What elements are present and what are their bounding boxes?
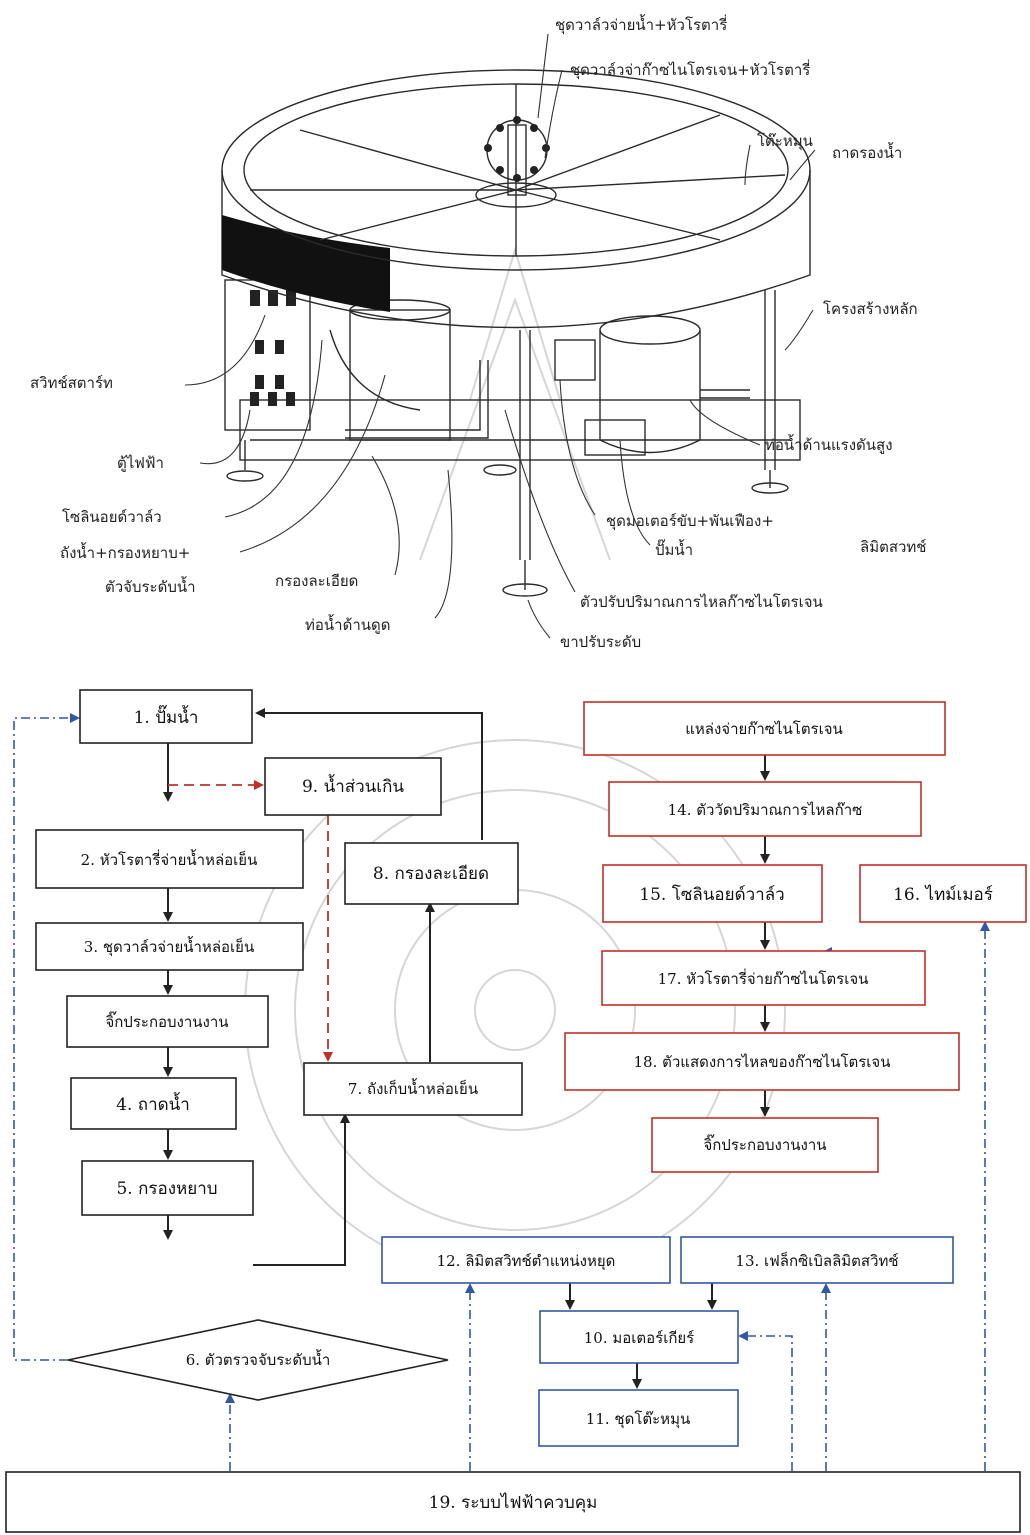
- node-2-label: 2. หัวโรตารี่จ่ายน้ำหล่อเย็น: [81, 849, 258, 869]
- label-water-valve: ชุดวาล์วจ่ายน้ำ+หัวโรตารี่: [555, 14, 727, 35]
- node-13-flexible-limit-switch: 13. เฟล็กซิเบิลลิมิตสวิทช์: [681, 1237, 953, 1283]
- label-rotary-table: โต๊ะหมุน: [757, 132, 813, 151]
- node-nitrogen-source: แหล่งจ่ายก๊าซไนโตรเจน: [584, 702, 945, 755]
- node-16-label: 16. ไทม์เมอร์: [893, 884, 993, 905]
- water-tank-sketch: [350, 300, 450, 440]
- label-leveling-feet: ขาปรับระดับ: [560, 633, 641, 651]
- node-7-coolant-tank: 7. ถังเก็บน้ำหล่อเย็น: [304, 1063, 522, 1115]
- node-19-control-system: 19. ระบบไฟฟ้าควบคุม: [6, 1472, 1020, 1532]
- label-solenoid-valve: โซลินอยด์วาล์ว: [62, 508, 162, 526]
- label-pump: ปั๊มน้ำ: [655, 539, 693, 559]
- node-14-flow-meter: 14. ตัววัดปริมาณการไหลก๊าซ: [609, 782, 921, 836]
- label-suction-pipe: ท่อน้ำด้านดูด: [305, 614, 390, 634]
- node-11-rotary-table-set: 11. ชุดโต๊ะหมุน: [539, 1390, 738, 1446]
- pump-motor-sketch: [555, 316, 700, 455]
- node-4-label: 4. ถาดน้ำ: [116, 1092, 190, 1115]
- node-5-label: 5. กรองหยาบ: [116, 1179, 217, 1199]
- node-12-stop-limit-switch: 12. ลิมิตสวิทช์ตำแหน่งหยุด: [382, 1237, 670, 1283]
- node-1-label: 1. ปั๊มน้ำ: [134, 704, 199, 728]
- node-jig-b-label: จิ๊กประกอบงานงาน: [703, 1134, 826, 1154]
- node-16-timer: 16. ไทม์เมอร์: [860, 865, 1026, 922]
- node-15-solenoid: 15. โซลินอยด์วาล์ว: [603, 865, 822, 922]
- node-6-label: 6. ตัวตรวจจับระดับน้ำ: [186, 1349, 331, 1369]
- electric-cabinet-sketch: [225, 280, 310, 430]
- label-main-frame: โครงสร้างหลัก: [823, 300, 918, 318]
- node-1-pump: 1. ปั๊มน้ำ: [80, 690, 252, 743]
- node-3-label: 3. ชุดวาล์วจ่ายน้ำหล่อเย็น: [84, 936, 254, 957]
- node-jig-a-label: จิ๊กประกอบงานงาน: [105, 1011, 228, 1031]
- rotary-table-sketch: [222, 70, 810, 328]
- node-13-label: 13. เฟล็กซิเบิลลิมิตสวิทช์: [735, 1251, 898, 1270]
- node-12-label: 12. ลิมิตสวิทช์ตำแหน่งหยุด: [437, 1252, 616, 1271]
- node-jig-b: จิ๊กประกอบงานงาน: [652, 1118, 878, 1172]
- label-electric-cabinet: ตู้ไฟฟ้า: [117, 454, 164, 472]
- label-nitrogen-valve: ชุดวาล์วจ่าก๊าซไนโตรเจน+หัวโรตารี่: [570, 59, 810, 80]
- node-8-fine-filter: 8. กรองละเอียด: [345, 843, 518, 904]
- label-flow-adjuster: ตัวปรับปริมาณการไหลก๊าซไนโตรเจน: [580, 593, 823, 611]
- flow-diagram: 1. ปั๊มน้ำ 9. น้ำส่วนเกิน 2. หัวโรตารี่จ…: [6, 690, 1026, 1532]
- node-19-label: 19. ระบบไฟฟ้าควบคุม: [429, 1492, 598, 1513]
- node-17-label: 17. หัวโรตารี่จ่ายก๊าซไนโตรเจน: [658, 968, 869, 988]
- label-start-switch: สวิทช์สตาร์ท: [30, 374, 113, 392]
- node-18-label: 18. ตัวแสดงการไหลของก๊าซไนโตรเจน: [634, 1053, 891, 1071]
- node-5-coarse-filter: 5. กรองหยาบ: [82, 1161, 253, 1215]
- node-9-excess-water: 9. น้ำส่วนเกิน: [265, 758, 441, 815]
- node-3-water-valve: 3. ชุดวาล์วจ่ายน้ำหล่อเย็น: [36, 923, 303, 970]
- pipes-sketch: [330, 330, 750, 438]
- node-14-label: 14. ตัววัดปริมาณการไหลก๊าซ: [668, 801, 863, 819]
- node-7-label: 7. ถังเก็บน้ำหล่อเย็น: [348, 1078, 478, 1098]
- node-10-label: 10. มอเตอร์เกียร์: [584, 1329, 695, 1347]
- node-8-label: 8. กรองละเอียด: [373, 864, 489, 884]
- node-18-gas-flow-indicator: 18. ตัวแสดงการไหลของก๊าซไนโตรเจน: [565, 1033, 959, 1090]
- label-motor-set-1: ชุดมอเตอร์ขับ+พันเฟือง+: [606, 512, 774, 531]
- node-15-label: 15. โซลินอยด์วาล์ว: [639, 884, 784, 905]
- node-6-level-sensor: 6. ตัวตรวจจับระดับน้ำ: [68, 1320, 448, 1400]
- machine-frame: [227, 290, 800, 596]
- label-water-tray: ถาดรองน้ำ: [832, 142, 902, 162]
- label-tank-1: ถังน้ำ+กรองหยาบ+: [60, 542, 190, 562]
- node-source-label: แหล่งจ่ายก๊าซไนโตรเจน: [685, 720, 843, 738]
- node-4-water-tray: 4. ถาดน้ำ: [71, 1078, 236, 1129]
- label-motor-set-2: ลิมิตสวทช์: [860, 538, 926, 556]
- node-jig-a: จิ๊กประกอบงานงาน: [67, 996, 268, 1047]
- node-10-gear-motor: 10. มอเตอร์เกียร์: [540, 1311, 738, 1363]
- label-fine-filter: กรองละเอียด: [275, 572, 358, 590]
- machine-illustration: ชุดวาล์วจ่ายน้ำ+หัวโรตารี่ ชุดวาล์วจ่าก๊…: [30, 14, 926, 651]
- node-2-rotary-water: 2. หัวโรตารี่จ่ายน้ำหล่อเย็น: [36, 830, 303, 888]
- node-11-label: 11. ชุดโต๊ะหมุน: [586, 1410, 690, 1429]
- label-tank-2: ตัวจับระดับน้ำ: [105, 576, 196, 596]
- node-17-rotary-gas: 17. หัวโรตารี่จ่ายก๊าซไนโตรเจน: [602, 951, 925, 1005]
- label-high-pressure-pipe: ท่อน้ำด้านแรงดันสูง: [765, 434, 893, 454]
- node-9-label: 9. น้ำส่วนเกิน: [302, 774, 404, 797]
